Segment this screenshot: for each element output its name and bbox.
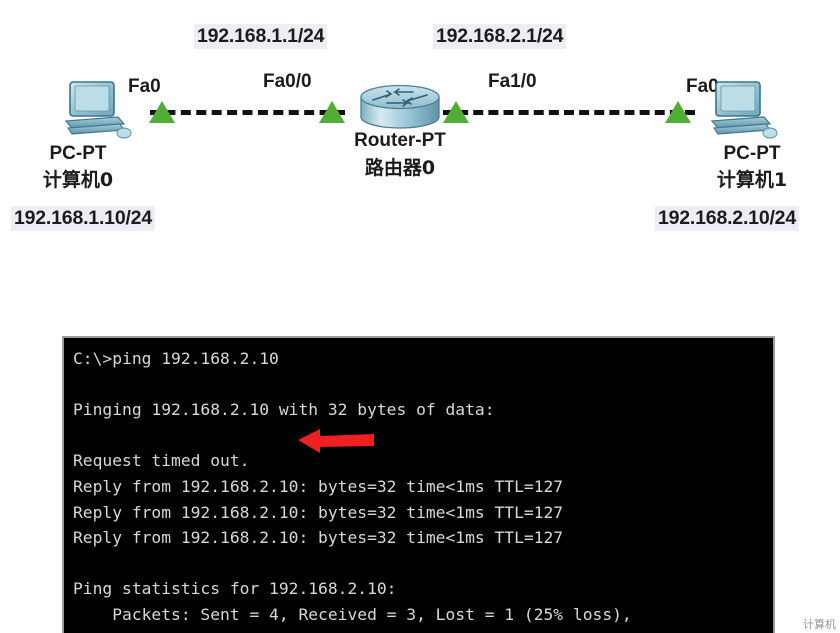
router-fa00-ip-label: 192.168.1.1/24: [194, 24, 328, 49]
pc1-name-label: 计算机1: [716, 169, 788, 191]
link-router-pc1: [443, 110, 695, 115]
connector-triangle-router-fa10-icon: [443, 101, 469, 123]
watermark-text: 计算机: [803, 618, 836, 631]
router-left-interface-label: Fa0/0: [263, 71, 312, 92]
connector-triangle-pc0-icon: [149, 101, 175, 123]
router-right-interface-label: Fa1/0: [488, 71, 537, 92]
pc1-ip-label: 192.168.2.10/24: [655, 206, 799, 231]
connector-triangle-router-fa00-icon: [319, 101, 345, 123]
router-icon-router0: [360, 84, 440, 129]
pc1-interface-label: Fa0: [686, 76, 719, 97]
pc-workstation-icon-pc0: [64, 81, 132, 139]
pc0-name-label: 计算机0: [42, 169, 114, 191]
network-topology-diagram: 192.168.1.1/24 192.168.2.1/24 Fa0 Fa0/0 …: [0, 0, 840, 300]
router-fa10-ip-label: 192.168.2.1/24: [433, 24, 567, 49]
pc0-ip-label: 192.168.1.10/24: [11, 206, 155, 231]
router0-name-label: 路由器0: [364, 157, 436, 179]
pc0-model-label: PC-PT: [49, 143, 107, 164]
link-pc0-router: [150, 110, 345, 115]
pc-workstation-icon-pc1: [710, 81, 778, 139]
pc1-model-label: PC-PT: [723, 143, 781, 164]
pc0-interface-label: Fa0: [128, 76, 161, 97]
connector-triangle-pc1-icon: [665, 101, 691, 123]
ping-output-text: C:\>ping 192.168.2.10 Pinging 192.168.2.…: [73, 349, 632, 633]
command-prompt-window[interactable]: C:\>ping 192.168.2.10 Pinging 192.168.2.…: [62, 336, 775, 633]
router0-model-label: Router-PT: [354, 130, 446, 151]
red-arrow-annotation-icon: [298, 429, 374, 453]
